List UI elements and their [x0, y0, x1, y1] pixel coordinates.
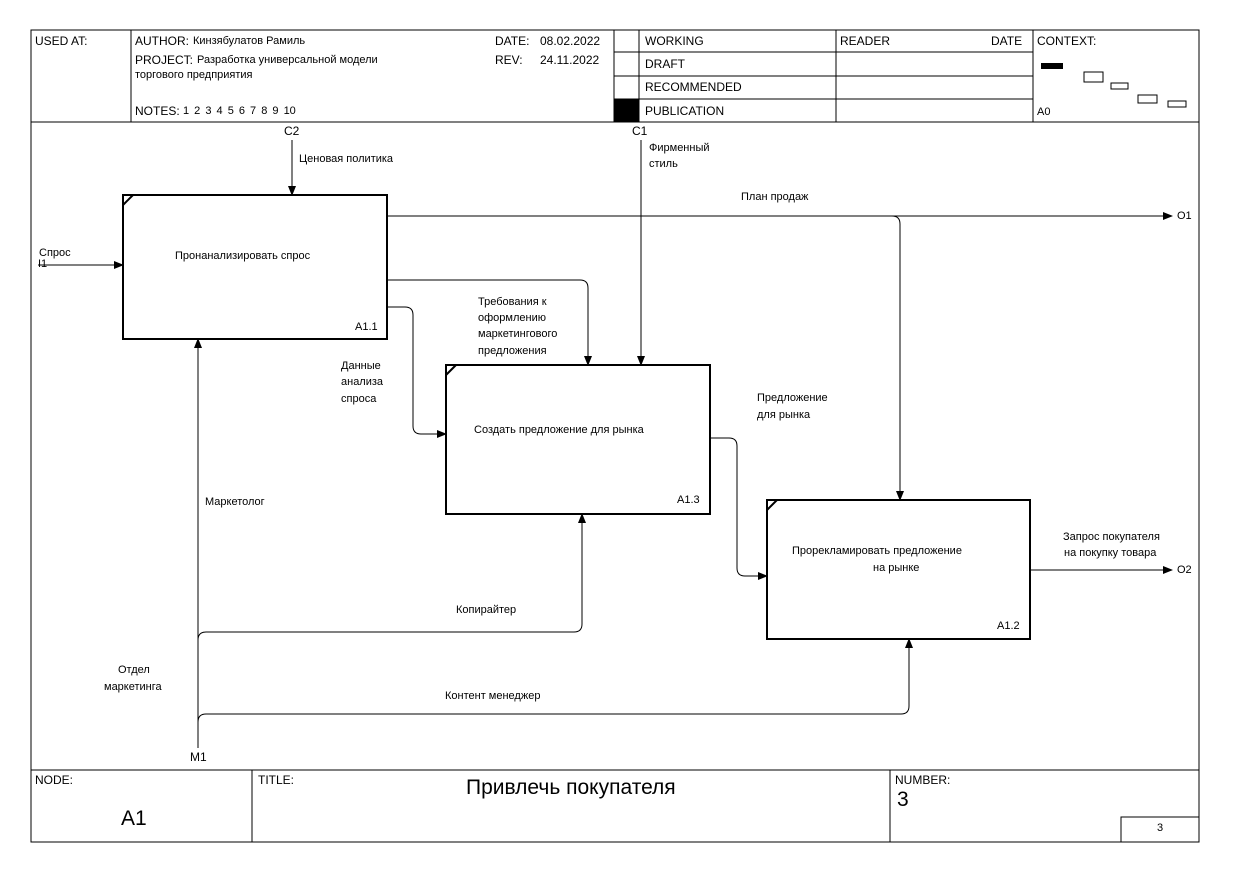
- c2-code: C2: [284, 124, 300, 138]
- o1-code: O1: [1177, 210, 1192, 222]
- reader-date-label: DATE: [991, 34, 1023, 48]
- node-label: NODE:: [35, 773, 74, 787]
- arrow-plan-to-a12: [891, 215, 904, 501]
- page-number: 3: [1157, 822, 1164, 834]
- i1-label: Спрос: [39, 247, 71, 259]
- c1-code: C1: [632, 124, 648, 138]
- rev-label: REV:: [495, 53, 523, 67]
- box-a1-3-shape: [445, 364, 711, 515]
- arrow-demand-data: [387, 306, 447, 438]
- box-a1-2-id: A1.2: [997, 620, 1020, 632]
- data-label-line2: анализа: [341, 376, 384, 388]
- box-a1-2-shape: [766, 499, 1031, 640]
- data-label-line3: спроса: [341, 393, 377, 405]
- req-label-line1: Требования к: [478, 296, 547, 308]
- c1-label-line2: стиль: [649, 158, 678, 170]
- box-a1-1-label: Пронанализировать спрос: [175, 250, 311, 262]
- box-a1-3-label: Создать предложение для рынка: [474, 424, 644, 436]
- m1-label-line1: Отдел: [118, 664, 150, 676]
- diagram-title: Привлечь покупателя: [466, 776, 676, 799]
- offer-label-line2: для рынка: [757, 409, 811, 421]
- offer-label-line1: Предложение: [757, 392, 828, 404]
- project-value-line2: торгового предприятия: [135, 69, 253, 81]
- i1-code: I1: [38, 258, 48, 270]
- status-working: WORKING: [645, 34, 704, 48]
- context-thumbnail: [1041, 63, 1187, 108]
- page-frame: [30, 29, 1200, 843]
- context-node: A0: [1037, 106, 1051, 118]
- o2-label-line1: Запрос покупателя: [1063, 531, 1160, 543]
- status-publication: PUBLICATION: [645, 104, 725, 118]
- date-value: 08.02.2022: [540, 34, 601, 48]
- status-recommended: RECOMMENDED: [645, 80, 742, 94]
- node-value: A1: [121, 807, 147, 830]
- rev-value: 24.11.2022: [540, 53, 600, 67]
- number-label: NUMBER:: [895, 773, 951, 787]
- notes-label: NOTES:: [135, 104, 180, 118]
- used-at-label: USED AT:: [35, 34, 88, 48]
- page-box: [1120, 816, 1200, 843]
- m1-label-line2: маркетинга: [104, 681, 162, 693]
- date-label: DATE:: [495, 34, 530, 48]
- box-a1-3-id: A1.3: [677, 494, 700, 506]
- plan-label: План продаж: [741, 191, 809, 203]
- arrow-copywriter: [197, 513, 586, 641]
- status-draft: DRAFT: [645, 57, 685, 71]
- author-label: AUTHOR:: [135, 34, 189, 48]
- c2-label: Ценовая политика: [299, 153, 394, 165]
- title-label: TITLE:: [258, 773, 295, 787]
- arrow-requirements: [387, 279, 592, 366]
- context-label: CONTEXT:: [1037, 34, 1097, 48]
- reader-label: READER: [840, 34, 891, 48]
- c1-label-line1: Фирменный: [649, 142, 710, 154]
- content-manager-label: Контент менеджер: [445, 690, 541, 702]
- req-label-line3: маркетингового: [478, 328, 558, 340]
- o2-code: O2: [1177, 564, 1192, 576]
- marketer-label: Маркетолог: [205, 496, 265, 508]
- m1-code: M1: [190, 750, 207, 764]
- box-a1-2-label-line2: на рынке: [873, 562, 920, 574]
- req-label-line2: оформлению: [478, 312, 546, 324]
- arrow-offer: [710, 437, 768, 580]
- arrow-content-manager: [197, 638, 913, 723]
- box-a1-2-label-line1: Прорекламировать предложение: [792, 545, 962, 557]
- copywriter-label: Копирайтер: [456, 604, 517, 616]
- author-value: Кинзябулатов Рамиль: [193, 35, 306, 47]
- project-label: PROJECT:: [135, 53, 194, 67]
- o2-label-line2: на покупку товара: [1064, 547, 1157, 559]
- req-label-line4: предложения: [478, 345, 547, 357]
- box-a1-1-id: A1.1: [355, 321, 378, 333]
- notes-value: 1 2 3 4 5 6 7 8 9 10: [183, 105, 296, 117]
- box-a1-1-shape: [122, 194, 388, 340]
- number-value: 3: [897, 788, 909, 811]
- publication-marker: [614, 99, 639, 122]
- project-value-line1: Разработка универсальной модели: [197, 54, 378, 66]
- data-label-line1: Данные: [341, 360, 381, 372]
